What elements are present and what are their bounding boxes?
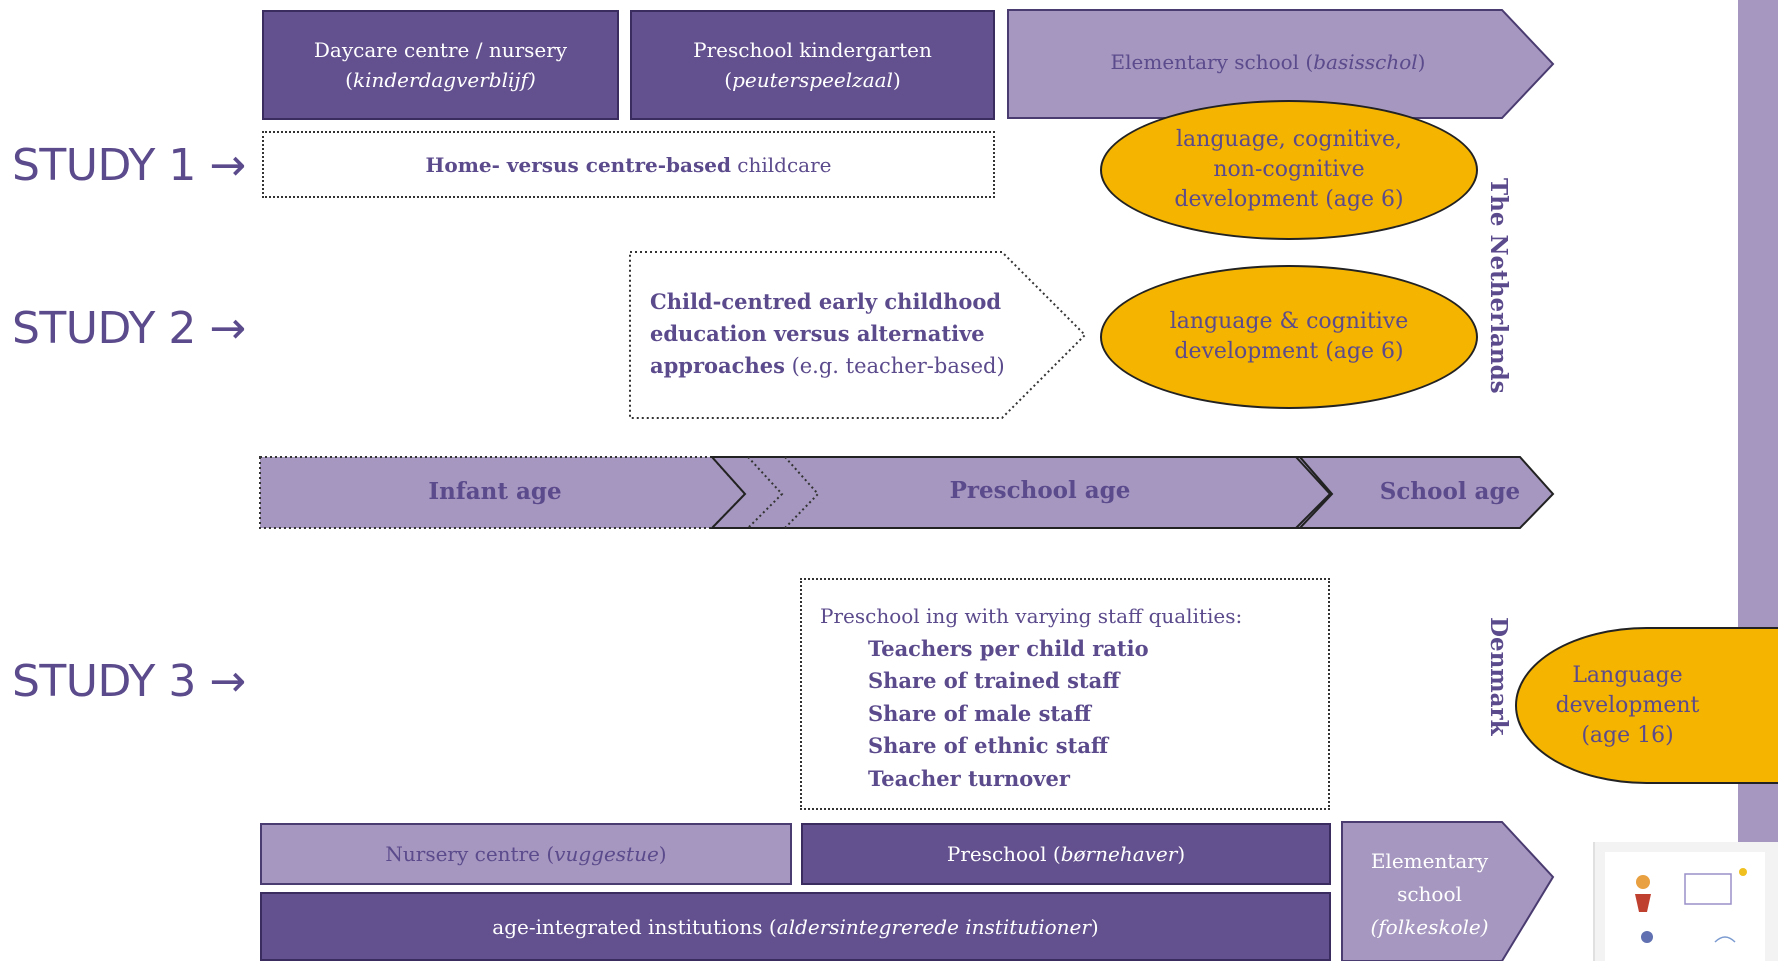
staff-item: Teachers per child ratio <box>868 635 1149 661</box>
staff-qualities-heading: Preschool ing with varying staff qualiti… <box>820 604 1243 628</box>
age-integrated-box: age-integrated institutions (aldersinteg… <box>260 892 1331 961</box>
elementary-school-arrow-nl <box>1007 9 1555 119</box>
preschool-line1: Preschool kindergarten <box>693 38 932 62</box>
study2-approaches-text: Child-centred early childhood education … <box>650 289 1005 378</box>
daycare-centre-box: Daycare centre / nursery (kinderdagverbl… <box>262 10 619 120</box>
nursery-centre-box: Nursery centre (vuggestue) <box>260 823 792 885</box>
study-1-label: STUDY 1 → <box>12 140 246 191</box>
study2-arrow-box <box>629 251 1087 419</box>
preschool-kindergarten-box: Preschool kindergarten (peuterspeelzaal) <box>630 10 995 120</box>
timeline-chevron-2 <box>784 456 820 529</box>
timeline-school-label: School age <box>1379 478 1521 505</box>
staff-qualities-box: Preschool ing with varying staff qualiti… <box>800 578 1330 810</box>
study1-childcare-box: Home- versus centre-based childcare <box>262 131 995 198</box>
timeline-chevron-3 <box>1295 456 1332 529</box>
timeline-preschool-label: Preschool age <box>949 477 1131 504</box>
staff-item: Share of ethnic staff <box>868 733 1109 758</box>
study-2-label: STUDY 2 → <box>12 303 246 354</box>
elementary-school-label-dk: Elementary school (folkeskole) <box>1370 849 1489 939</box>
study3-outcome-ellipse: Language development (age 16) <box>1515 627 1778 784</box>
study1-outcome-ellipse: language, cognitive, non-cognitive devel… <box>1100 100 1478 240</box>
child-drawing-image <box>1593 842 1778 961</box>
staff-item: Share of trained staff <box>868 668 1120 693</box>
country-label-denmark: Denmark <box>1485 617 1512 736</box>
timeline-infant-label: Infant age <box>428 478 562 505</box>
study-3-label: STUDY 3 → <box>12 656 246 707</box>
timeline-chevron-1 <box>747 456 784 529</box>
preschool-denmark-box: Preschool (børnehaver) <box>801 823 1331 885</box>
elementary-school-arrow-dk <box>1341 821 1555 961</box>
right-side-bar <box>1738 0 1778 961</box>
timeline-school-segment <box>1297 456 1555 529</box>
staff-item: Teacher turnover <box>868 765 1070 791</box>
daycare-line1: Daycare centre / nursery <box>313 38 568 62</box>
staff-item: Share of male staff <box>868 700 1091 726</box>
country-label-netherlands: The Netherlands <box>1485 178 1512 394</box>
elementary-school-label-nl: Elementary school (basisschol) <box>1110 50 1426 74</box>
study2-outcome-ellipse: language & cognitive development (age 6) <box>1100 265 1478 409</box>
